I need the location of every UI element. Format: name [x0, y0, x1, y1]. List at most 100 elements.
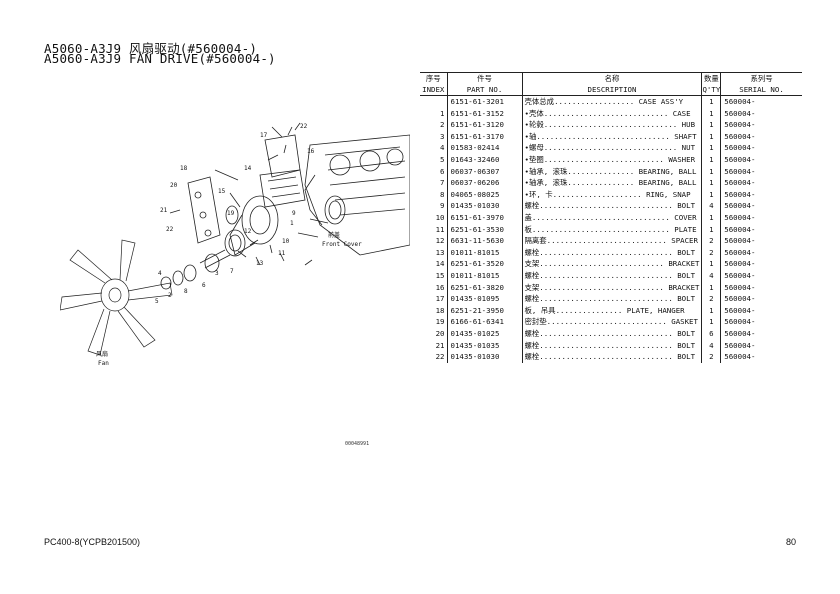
- header-description-en: DESCRIPTION: [521, 84, 702, 96]
- row-quantity: 1: [701, 188, 721, 201]
- callout-5: 5: [155, 298, 159, 305]
- row-quantity: 1: [701, 316, 721, 328]
- row-part-number: 01583-02414: [446, 142, 522, 154]
- row-quantity: 1: [701, 211, 721, 224]
- row-part-number: 6151-61-3120: [446, 119, 522, 131]
- row-serial: 560004-: [720, 165, 802, 178]
- row-index: 6: [440, 166, 445, 176]
- row-description: 螺栓.............................. BOLT: [521, 293, 702, 305]
- row-serial: 560004-: [720, 119, 802, 131]
- row-description: 螺栓.............................. BOLT: [521, 351, 702, 363]
- callout-4: 4: [158, 270, 162, 277]
- engine-block-drawing: [304, 134, 410, 256]
- callout-22: 22: [300, 123, 308, 130]
- callout-21: 21: [160, 207, 168, 214]
- row-index: 17: [435, 294, 445, 304]
- header-part-no-cn: 件号: [446, 72, 522, 84]
- row-index: 5: [440, 155, 445, 165]
- row-part-number: 6151-61-3201: [446, 95, 522, 108]
- header-description-cn: 名称: [521, 72, 702, 84]
- callout-14: 14: [244, 165, 252, 172]
- header-index-en: INDEX: [420, 84, 447, 96]
- row-serial: 560004-: [720, 327, 802, 340]
- row-quantity: 2: [701, 246, 721, 259]
- row-description: •螺母.............................. NUT: [521, 142, 702, 154]
- row-description: 板............................... PLATE: [521, 223, 702, 236]
- row-index: 22: [435, 352, 445, 362]
- row-description: 壳体总成.................. CASE ASS'Y: [521, 95, 702, 108]
- row-index: 9: [440, 201, 445, 211]
- row-part-number: 6151-61-3970: [446, 211, 522, 224]
- row-part-number: 6151-61-3170: [446, 130, 522, 143]
- row-index: 15: [435, 271, 445, 280]
- row-part-number: 04065-08025: [446, 188, 522, 201]
- page-title-english: A5060-A3J9 FAN DRIVE(#560004-): [44, 51, 276, 66]
- model-footer: PC400-8(YCPB201500): [44, 537, 141, 547]
- callout-8: 8: [184, 288, 188, 295]
- row-serial: 560004-: [720, 177, 802, 189]
- row-index: 4: [440, 143, 445, 153]
- row-serial: 560004-: [720, 304, 802, 317]
- row-index: 18: [435, 305, 445, 315]
- callout-10: 10: [282, 238, 290, 245]
- callout-19: 19: [227, 210, 235, 217]
- row-part-number: 01011-81015: [446, 269, 522, 282]
- row-quantity: 2: [701, 293, 721, 305]
- page-title-chinese: A5060-A3J9 风扇驱动(#560004-): [44, 41, 258, 56]
- row-part-number: 6251-21-3950: [446, 304, 522, 317]
- row-index: 11: [435, 224, 445, 234]
- callout-12: 12: [244, 228, 252, 235]
- row-quantity: 1: [701, 177, 721, 189]
- row-quantity: 1: [701, 165, 721, 178]
- row-serial: 560004-: [720, 211, 802, 224]
- callout-13: 13: [256, 260, 264, 267]
- callout-17: 17: [260, 132, 268, 139]
- header-serial-cn: 系列号: [720, 72, 802, 84]
- row-quantity: 1: [701, 142, 721, 154]
- row-quantity: 1: [701, 304, 721, 317]
- callout-1: 1: [290, 220, 294, 227]
- row-index: 13: [435, 247, 445, 257]
- row-description: 支架............................ BRACKET: [521, 281, 702, 294]
- row-serial: 560004-: [720, 188, 802, 201]
- row-quantity: 2: [701, 235, 721, 247]
- row-serial: 560004-: [720, 281, 802, 294]
- row-serial: 560004-: [720, 316, 802, 328]
- row-part-number: 6631-11-5630: [446, 235, 522, 247]
- callout-20: 20: [170, 182, 178, 189]
- label-front-cover-en: Front Cover: [322, 241, 362, 248]
- row-description: 密封垫........................... GASKET: [521, 316, 702, 328]
- parts-table: 序号 件号 名称 数量 系列号 INDEX PART NO. DESCRIPTI…: [420, 72, 802, 363]
- row-part-number: 01435-01035: [446, 339, 522, 352]
- row-part-number: 06037-06307: [446, 165, 522, 178]
- row-description: •轴.............................. SHAFT: [521, 130, 702, 143]
- row-quantity: 4: [701, 200, 721, 212]
- row-index: 20: [435, 328, 445, 338]
- row-serial: 560004-: [720, 223, 802, 236]
- row-index: 12: [435, 236, 445, 246]
- row-index: 16: [435, 282, 445, 292]
- row-description: 盖............................... COVER: [521, 211, 702, 224]
- callout-15: 15: [218, 188, 226, 195]
- row-part-number: 01435-01030: [446, 351, 522, 363]
- row-description: 螺栓.............................. BOLT: [521, 269, 702, 282]
- row-serial: 560004-: [720, 200, 802, 212]
- row-part-number: 6151-61-3152: [446, 107, 522, 120]
- row-part-number: 6251-61-3530: [446, 223, 522, 236]
- row-quantity: 2: [701, 351, 721, 363]
- row-quantity: 6: [701, 327, 721, 340]
- drawing-code: 00048991: [345, 441, 370, 447]
- callout-3: 3: [215, 270, 219, 277]
